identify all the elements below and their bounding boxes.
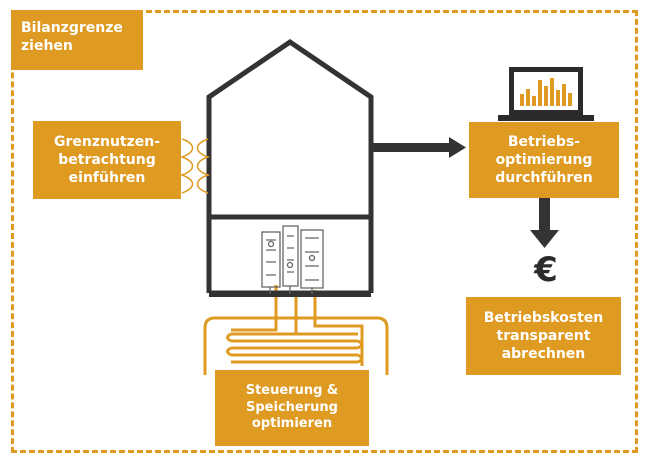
label-bilanzgrenze-text: Bilanzgrenze ziehen bbox=[21, 20, 123, 55]
label-steuerung-text: Steuerung & Speicherung optimieren bbox=[245, 382, 339, 432]
floor-heating-coil-icon bbox=[203, 285, 389, 375]
label-bilanzgrenze: Bilanzgrenze ziehen bbox=[11, 10, 143, 70]
label-betriebskosten-text: Betriebskosten transparent abrechnen bbox=[483, 309, 604, 363]
insulation-icon bbox=[179, 138, 211, 194]
label-grenznutzen: Grenznutzen- betrachtung einführen bbox=[33, 121, 181, 199]
arrow-down-icon bbox=[530, 198, 559, 248]
label-betriebsoptimierung: Betriebs- optimierung durchführen bbox=[469, 122, 619, 198]
label-betriebsoptimierung-text: Betriebs- optimierung durchführen bbox=[495, 133, 593, 187]
euro-icon: € bbox=[534, 250, 558, 290]
house-icon bbox=[206, 38, 374, 296]
heating-system-icon bbox=[261, 225, 324, 294]
balance-boundary bbox=[11, 10, 638, 453]
label-grenznutzen-text: Grenznutzen- betrachtung einführen bbox=[53, 133, 161, 187]
laptop-chart-icon bbox=[498, 67, 594, 121]
label-steuerung: Steuerung & Speicherung optimieren bbox=[215, 370, 369, 446]
label-betriebskosten: Betriebskosten transparent abrechnen bbox=[466, 297, 621, 375]
arrow-right-icon bbox=[371, 137, 466, 158]
